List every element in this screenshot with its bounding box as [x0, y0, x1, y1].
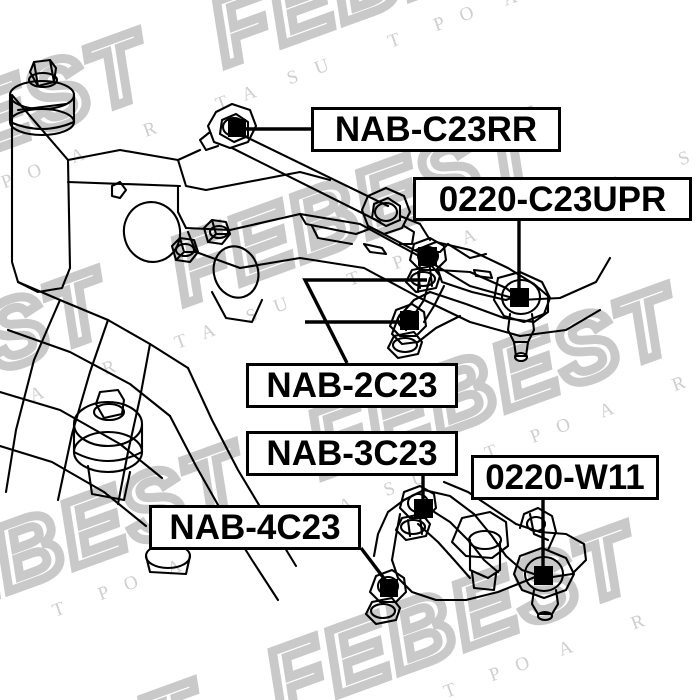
rear-trailing-link-rod: [198, 102, 432, 246]
callout-nab-2c23[interactable]: NAB-2C23: [246, 363, 458, 408]
leader-node-0220-w11: [534, 566, 553, 585]
rear-upper-control-arm: [386, 236, 552, 363]
callout-0220-w11[interactable]: 0220-W11: [471, 455, 659, 500]
leader-node-nab-3c23: [414, 499, 433, 518]
leader-node-0220-c23upr: [510, 288, 529, 307]
leader-nab-4c23: [359, 546, 391, 587]
leader-node-nab-4c23: [380, 579, 398, 597]
callout-label: NAB-C23RR: [334, 110, 538, 149]
callout-label: 0220-W11: [485, 458, 645, 497]
leader-node-nab-2c23-b: [400, 311, 419, 330]
leader-nab-2c23: [302, 278, 427, 364]
callout-label: NAB-2C23: [266, 366, 438, 405]
callout-label: NAB-3C23: [266, 434, 438, 473]
callout-label: 0220-C23UPR: [438, 179, 667, 219]
callout-nab-c23rr[interactable]: NAB-C23RR: [311, 107, 561, 152]
callout-nab-3c23[interactable]: NAB-3C23: [246, 431, 458, 476]
callout-nab-4c23[interactable]: NAB-4C23: [149, 505, 361, 550]
leader-node-nab-c23rr: [228, 119, 246, 137]
callout-0220-c23upr[interactable]: 0220-C23UPR: [413, 177, 692, 221]
leader-node-nab-2c23-a: [418, 247, 437, 266]
callout-label: NAB-4C23: [169, 508, 341, 547]
